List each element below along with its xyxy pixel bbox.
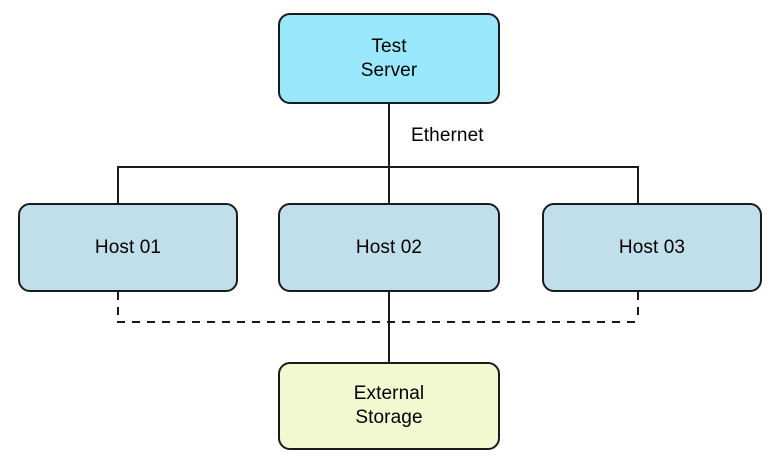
node-host-01[interactable]: Host 01 xyxy=(18,203,238,292)
node-host-03[interactable]: Host 03 xyxy=(542,203,762,292)
node-test-server[interactable]: Test Server xyxy=(278,13,500,104)
node-host-02[interactable]: Host 02 xyxy=(278,203,500,292)
node-external-storage[interactable]: External Storage xyxy=(278,362,500,450)
edge-label-ethernet: Ethernet xyxy=(411,125,484,146)
